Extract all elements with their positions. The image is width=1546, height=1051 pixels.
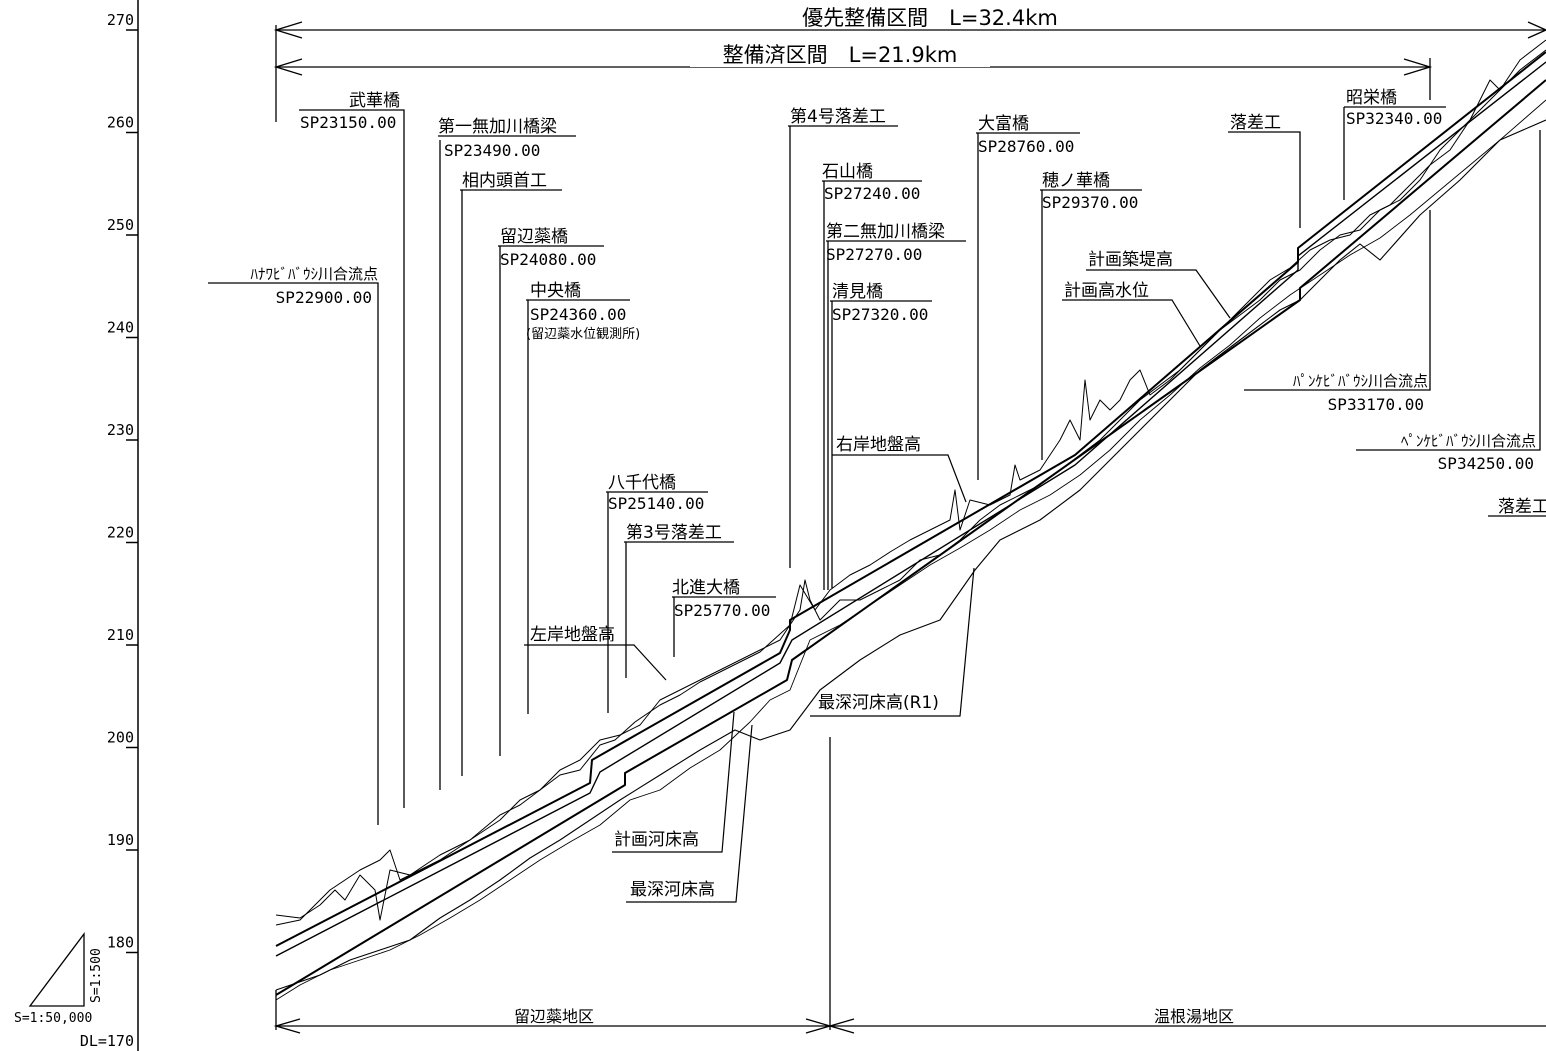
structure-name-15: 落差工 — [1230, 113, 1281, 133]
elevation-tick-label-200: 200 — [107, 729, 134, 747]
structure-sp-6: SP25140.00 — [608, 494, 704, 513]
structure-sp-17: SP33170.00 — [1328, 395, 1424, 414]
structure-name-7: 第3号落差工 — [626, 523, 722, 543]
structure-sp-1: SP23150.00 — [300, 113, 396, 132]
structure-name-16: 昭栄橋 — [1346, 88, 1397, 108]
elevation-tick-label-180: 180 — [107, 934, 134, 952]
structure-sp-2: SP23490.00 — [444, 141, 540, 160]
bed-detail-line — [275, 99, 1546, 1001]
horizontal-scale-label: S=1:50,000 — [14, 1011, 92, 1026]
priority-section-label: 優先整備区間 L=32.4km — [802, 6, 1058, 30]
structure-name-5: 中央橋 — [530, 281, 581, 301]
profile-lines — [275, 39, 1546, 1001]
structure-sp-0: SP22900.00 — [276, 288, 372, 307]
elevation-ticks: 270 260 250 240 230 220 210 200 190 180 — [107, 11, 138, 954]
structure-sp-8: SP25770.00 — [674, 601, 770, 620]
structure-name-6: 八千代橋 — [608, 473, 676, 493]
structure-note-5: (留辺蘂水位観測所) — [526, 327, 640, 342]
elevation-tick-label-230: 230 — [107, 421, 134, 439]
structure-name-17: ﾊﾟﾝｹﾋﾞﾊﾞｳｼ川合流点 — [1293, 372, 1428, 390]
structure-name-14: 穂ノ華橋 — [1042, 171, 1110, 191]
district-dimension-lines — [273, 737, 1546, 1034]
structure-sp-14: SP29370.00 — [1042, 193, 1138, 212]
structure-sp-16: SP32340.00 — [1346, 109, 1442, 128]
left-bank-line — [275, 49, 1546, 926]
elevation-tick-label-270: 270 — [107, 11, 134, 29]
structure-sp-12: SP27320.00 — [832, 305, 928, 324]
structure-name-8: 北進大橋 — [672, 578, 740, 598]
structure-name-13: 大富橋 — [978, 114, 1029, 134]
plan-levee-label: 計画築堤高 — [1088, 250, 1173, 270]
deepest-bed-label: 最深河床高 — [630, 880, 715, 900]
structure-sp-10: SP27240.00 — [824, 184, 920, 203]
structure-name-19: 落差工 — [1498, 497, 1546, 517]
structure-name-12: 清見橋 — [832, 282, 883, 302]
district-right-label: 温根湯地区 — [1154, 1007, 1234, 1026]
structure-name-18: ﾍﾟﾝｹﾋﾞﾊﾞｳｼ川合流点 — [1401, 432, 1536, 450]
elevation-tick-label-240: 240 — [107, 319, 134, 337]
structure-name-10: 石山橋 — [822, 162, 873, 182]
structure-name-0: ﾊﾅﾜﾋﾞﾊﾞｳｼ川合流点 — [250, 265, 378, 283]
structure-name-3: 相内頭首工 — [462, 171, 547, 191]
structure-sp-4: SP24080.00 — [500, 250, 596, 269]
structure-sp-13: SP28760.00 — [978, 137, 1074, 156]
vertical-scale-label: S=1:500 — [89, 948, 104, 1003]
elevation-tick-label-220: 220 — [107, 524, 134, 542]
right-bank-label: 右岸地盤高 — [836, 435, 921, 455]
datum-label: DL=170 — [80, 1032, 134, 1050]
deepest-bed-line — [275, 119, 1546, 991]
structure-name-11: 第二無加川橋梁 — [826, 222, 945, 242]
plan-bed-line — [275, 79, 1546, 996]
legend-leaders — [524, 269, 1231, 903]
elevation-tick-label-190: 190 — [107, 831, 134, 849]
structure-sp-11: SP27270.00 — [826, 245, 922, 264]
left-bank-label: 左岸地盤高 — [530, 625, 615, 645]
plan-hwl-label: 計画高水位 — [1064, 281, 1149, 301]
elevation-tick-label-210: 210 — [107, 626, 134, 644]
elevation-tick-label-260: 260 — [107, 114, 134, 132]
structure-name-4: 留辺蘂橋 — [500, 227, 568, 247]
right-bank-line — [275, 39, 1546, 921]
deepest-bed-r1-label: 最深河床高(R1) — [818, 693, 939, 713]
scale-triangle: S=1:500 S=1:50,000 DL=170 — [14, 932, 134, 1050]
structure-name-1: 武華橋 — [349, 91, 400, 111]
completed-section-label: 整備済区間 L=21.9km — [723, 43, 958, 67]
structure-name-2: 第一無加川橋梁 — [438, 117, 557, 137]
plan-bed-label: 計画河床高 — [614, 830, 699, 850]
structure-sp-18: SP34250.00 — [1438, 454, 1534, 473]
structure-sp-5: SP24360.00 — [530, 305, 626, 324]
structure-name-9: 第4号落差工 — [790, 107, 886, 127]
structure-callouts — [208, 106, 1546, 825]
elevation-tick-label-250: 250 — [107, 216, 134, 234]
district-left-label: 留辺蘂地区 — [514, 1007, 594, 1026]
